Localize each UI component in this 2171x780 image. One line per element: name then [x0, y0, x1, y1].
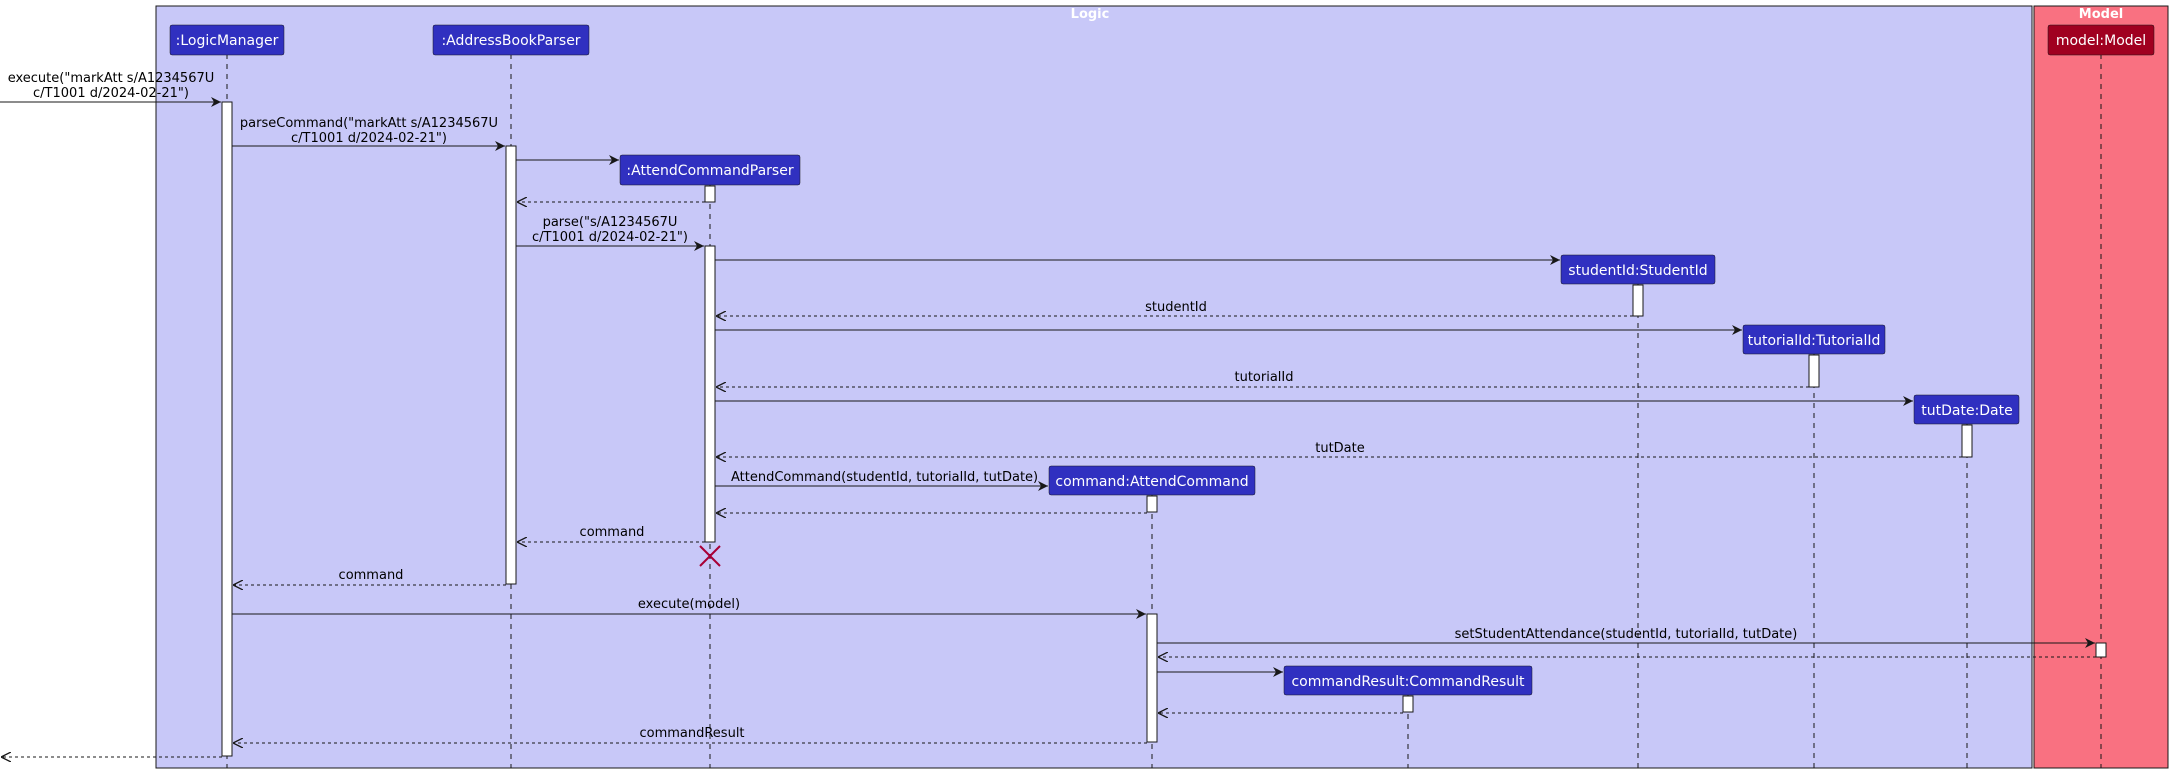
participant-tut-date-label: tutDate:Date	[1921, 403, 2013, 419]
msg-command-return-parser-label: command	[580, 525, 645, 540]
destroy-mark	[699, 545, 721, 567]
msg-command-result-return-label: commandResult	[639, 726, 744, 741]
participant-tut-date: tutDate:Date	[1913, 394, 2020, 425]
msg-tutorial-id-return-label: tutorialId	[1234, 370, 1293, 385]
activation-logic-manager	[221, 101, 233, 757]
participant-model-label: model:Model	[2056, 33, 2146, 49]
activation-command-result	[1402, 695, 1414, 713]
activation-student-id	[1632, 284, 1644, 317]
activation-parser	[505, 145, 517, 585]
activation-tutorial-id	[1808, 354, 1820, 388]
participant-command-label: command:AttendCommand	[1055, 474, 1248, 490]
activation-attend-parser-parse	[704, 245, 716, 543]
msg-create-command-label: AttendCommand(studentId, tutorialId, tut…	[731, 470, 1038, 485]
activation-attend-parser-create	[704, 185, 716, 203]
participant-attend-parser-label: :AttendCommandParser	[626, 163, 793, 179]
participant-command: command:AttendCommand	[1048, 465, 1256, 496]
message-labels: execute("markAtt s/A1234567U c/T1001 d/2…	[8, 71, 1798, 741]
msg-execute-model-label: execute(model)	[638, 597, 740, 612]
participant-student-id: studentId:StudentId	[1560, 254, 1716, 285]
msg-student-id-return-label: studentId	[1145, 300, 1207, 315]
activation-command-execute	[1146, 613, 1158, 743]
model-box-title: Model	[2079, 7, 2123, 22]
participant-model: model:Model	[2047, 24, 2155, 56]
participant-parser: :AddressBookParser	[432, 24, 590, 56]
msg-execute-label-1: execute("markAtt s/A1234567U	[8, 71, 215, 86]
msg-parse-command-label-1: parseCommand("markAtt s/A1234567U	[240, 116, 498, 131]
logic-box-title: Logic	[1071, 7, 1110, 22]
participant-logic-manager-label: :LogicManager	[176, 33, 279, 49]
participant-student-id-label: studentId:StudentId	[1568, 263, 1707, 279]
msg-set-attendance-label: setStudentAttendance(studentId, tutorial…	[1455, 627, 1798, 642]
participant-tutorial-id-label: tutorialId:TutorialId	[1748, 333, 1881, 349]
msg-parse-command-label-2: c/T1001 d/2024-02-21")	[291, 131, 447, 146]
msg-parse-label-2: c/T1001 d/2024-02-21")	[532, 230, 688, 245]
messages	[0, 97, 2096, 757]
msg-command-return-manager-label: command	[339, 568, 404, 583]
msg-tut-date-return-label: tutDate	[1315, 441, 1365, 456]
activations	[221, 101, 2107, 757]
model-box: Model	[2033, 5, 2169, 769]
participant-tutorial-id: tutorialId:TutorialId	[1742, 324, 1886, 355]
activation-command-create	[1146, 495, 1158, 513]
activation-tut-date	[1961, 424, 1973, 458]
participant-command-result-label: commandResult:CommandResult	[1291, 674, 1525, 690]
activation-model	[2095, 642, 2107, 658]
msg-execute-label-2: c/T1001 d/2024-02-21")	[33, 86, 189, 101]
participant-command-result: commandResult:CommandResult	[1283, 665, 1533, 696]
participant-parser-label: :AddressBookParser	[441, 33, 580, 49]
participant-attend-parser: :AttendCommandParser	[619, 154, 801, 186]
participant-logic-manager: :LogicManager	[169, 24, 285, 56]
msg-parse-label-1: parse("s/A1234567U	[543, 215, 678, 230]
